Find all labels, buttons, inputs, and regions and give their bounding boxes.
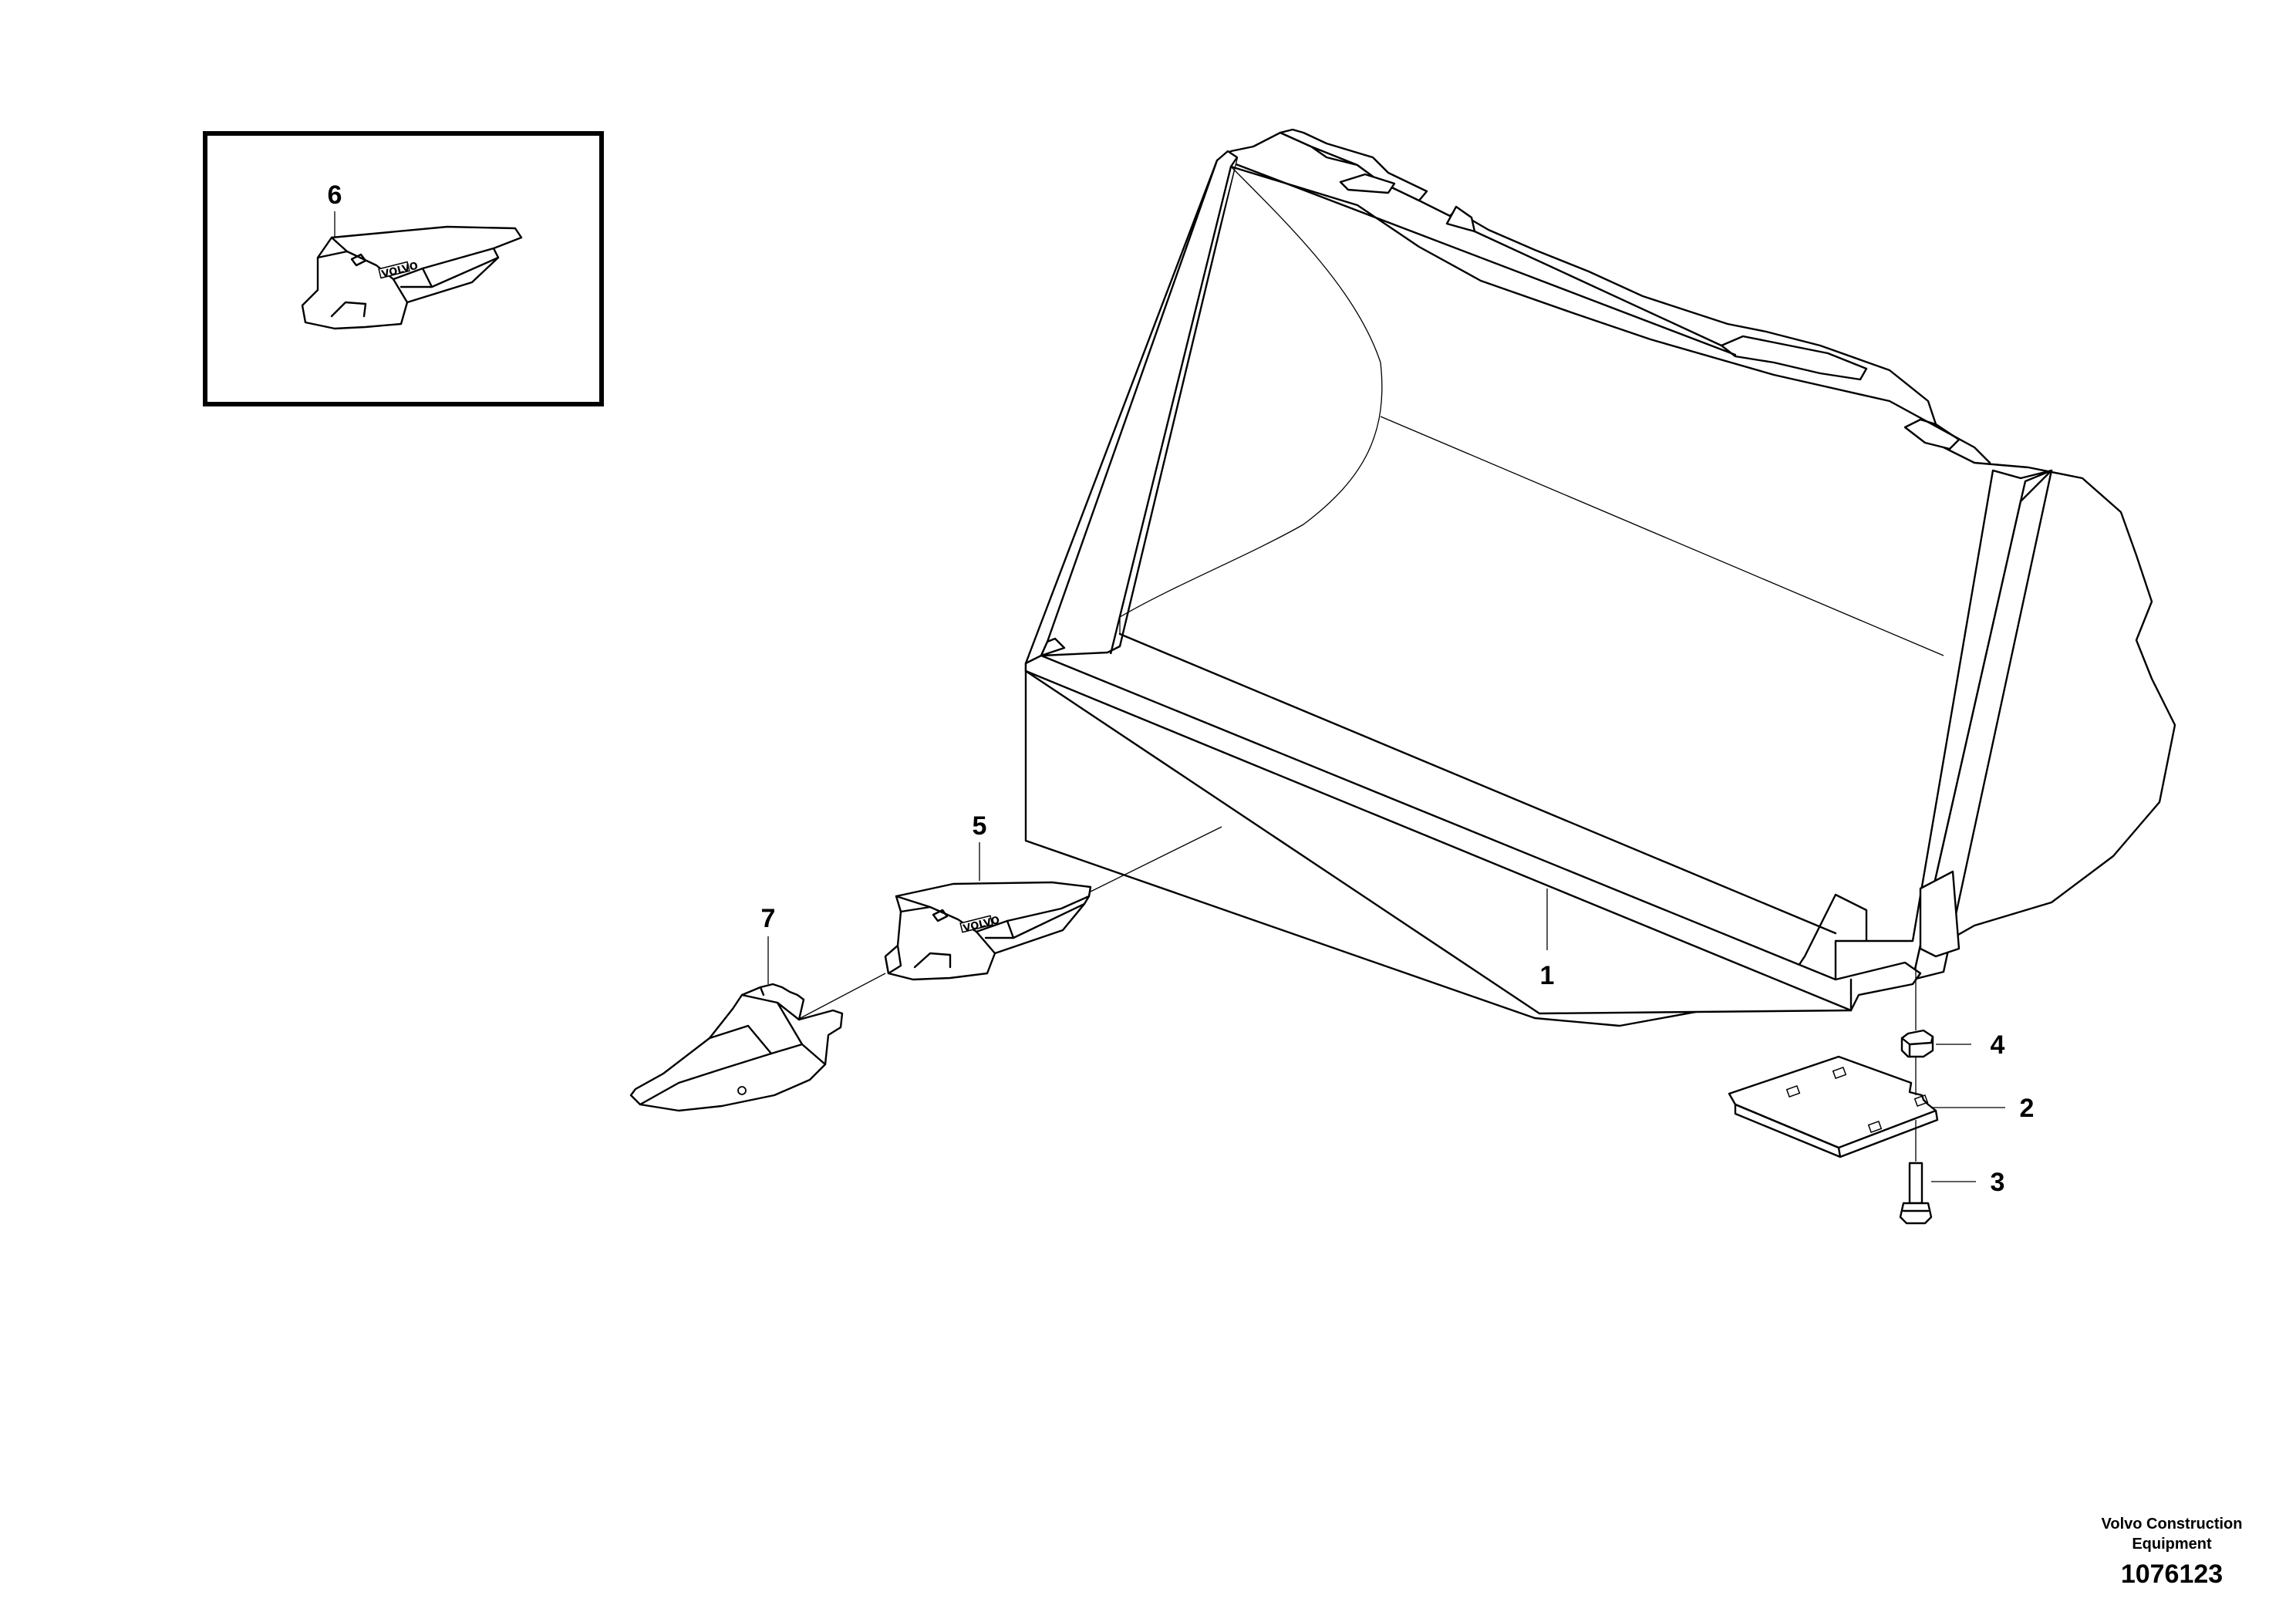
document-number: 1076123	[2121, 1560, 2223, 1589]
nut-4: 4	[1900, 964, 2005, 1060]
bucket: 1	[1024, 128, 2176, 1027]
wear-plate-2: 2	[1728, 1055, 2035, 1158]
callout-5: 5	[973, 811, 987, 841]
bolt-3: 3	[1899, 1120, 2005, 1225]
credit-line-2: Equipment	[2132, 1536, 2212, 1553]
callout-4: 4	[1991, 1030, 2005, 1060]
callout-2: 2	[2020, 1094, 2035, 1123]
tooth-adapter-5: 5 VOLVO	[797, 811, 1222, 1020]
callout-7: 7	[761, 904, 776, 933]
tooth-adapter-6: VOLVO	[301, 225, 523, 330]
title-block: Volvo Construction Equipment 1076123	[2102, 1516, 2243, 1589]
tooth-7: 7	[629, 904, 844, 1112]
callout-1: 1	[1540, 961, 1555, 990]
inset-box: 6 VOLVO	[203, 131, 604, 406]
callout-6: 6	[328, 180, 342, 210]
credit-line-1: Volvo Construction	[2102, 1516, 2243, 1533]
callout-3: 3	[1991, 1168, 2005, 1197]
